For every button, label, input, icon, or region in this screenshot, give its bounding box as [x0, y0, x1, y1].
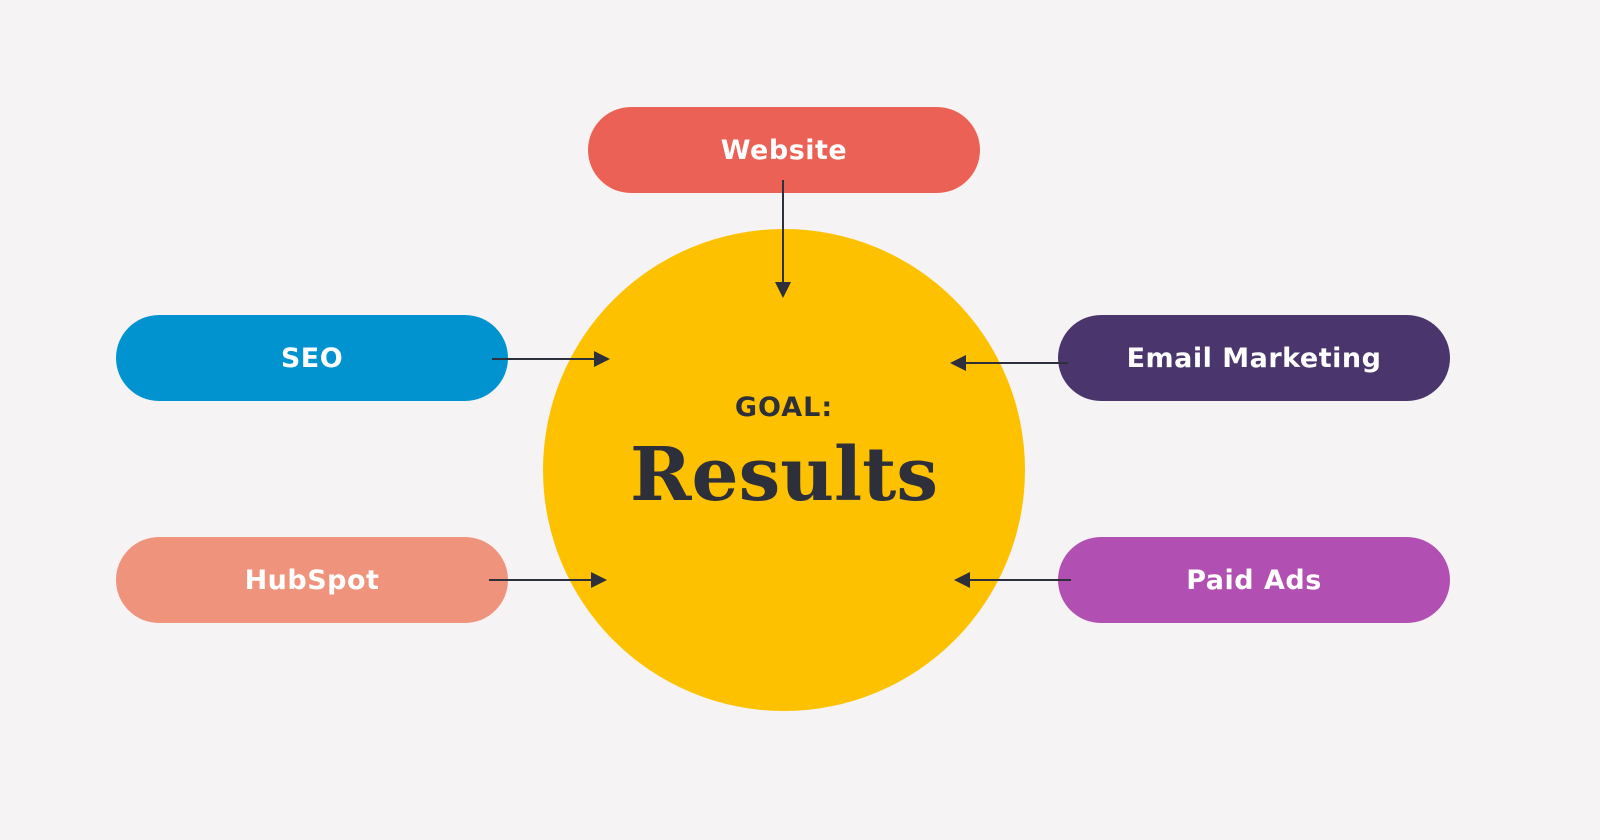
goal-circle — [543, 229, 1025, 711]
node-label: Website — [720, 134, 848, 166]
node-hubspot: HubSpot — [116, 537, 508, 623]
node-label: Email Marketing — [1126, 342, 1382, 374]
node-label: HubSpot — [244, 564, 380, 596]
node-seo: SEO — [116, 315, 508, 401]
node-label: Paid Ads — [1186, 564, 1322, 596]
node-website: Website — [588, 107, 980, 193]
goal-title: Results — [630, 432, 938, 518]
goal-label: GOAL: — [734, 392, 834, 423]
node-paid-ads: Paid Ads — [1058, 537, 1450, 623]
node-email-marketing: Email Marketing — [1058, 315, 1450, 401]
node-label: SEO — [280, 342, 344, 374]
